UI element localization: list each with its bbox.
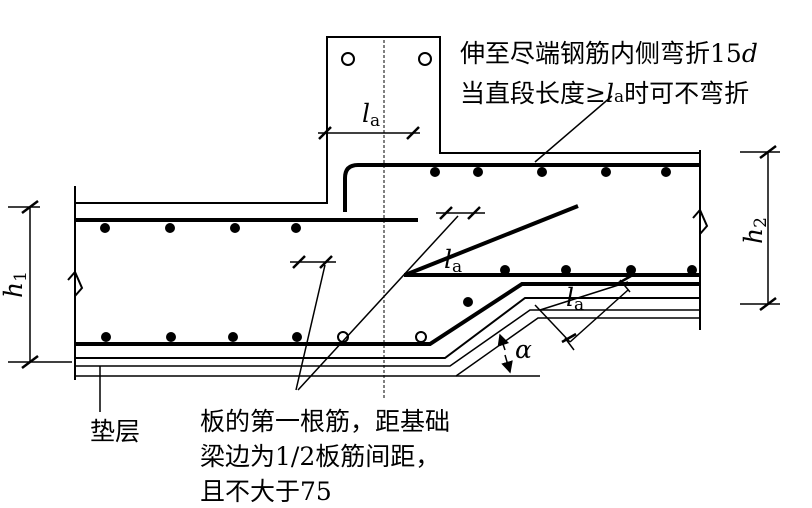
la-diag-label: la — [444, 245, 462, 277]
dimensions — [8, 126, 780, 369]
dot-mid-right — [626, 265, 636, 275]
h1-label: h1 — [0, 271, 31, 298]
alpha-arrow-down — [501, 354, 513, 374]
la-diag-tick-right — [467, 206, 481, 220]
cushion-layer — [75, 309, 700, 412]
top-bar-right-bent — [343, 163, 700, 212]
la-slope-leg — [534, 304, 571, 343]
column-hole-left — [341, 52, 355, 66]
leader-first-bar-2 — [297, 215, 459, 391]
la-slope-tick-1 — [561, 332, 577, 344]
rebars — [75, 163, 700, 346]
alpha-angle — [497, 333, 513, 374]
cushion-line-2 — [75, 317, 700, 377]
bottom-bar-bent — [75, 282, 700, 346]
la-diag-tick-left — [439, 206, 453, 220]
note-top-line2: 当直段长度≥la时可不弯折 — [460, 79, 749, 108]
la-slope-dim-line — [539, 281, 629, 311]
dot-mid-right — [561, 265, 571, 275]
dot-lower-left — [166, 332, 176, 342]
dot-mid-right — [687, 265, 697, 275]
dot-lower-left — [292, 332, 302, 342]
la-top-tick-right — [406, 126, 420, 140]
dot-lower-left — [228, 332, 238, 342]
dot-mid-right — [500, 265, 510, 275]
la-top-label: la — [362, 99, 380, 131]
bottom-note-line2: 梁边为1/2板筋间距， — [200, 442, 440, 471]
alpha-arrow-up — [497, 333, 510, 351]
dot-upper-left — [291, 223, 301, 233]
outline-upper — [75, 36, 700, 204]
la-slope-label: la — [566, 283, 584, 315]
dot-upper-right — [537, 167, 547, 177]
h2-label: h2 — [739, 217, 771, 244]
dot-lower-left — [101, 332, 111, 342]
cushion-label: 垫层 — [90, 417, 140, 446]
la-slope-top — [569, 289, 629, 343]
dot-lower-left-hollow — [415, 331, 427, 343]
note-top-line1: 伸至尽端钢筋内侧弯折15d — [460, 39, 758, 68]
dot-slope — [463, 297, 473, 307]
first-bar-tick-right — [319, 255, 333, 269]
diagonal-bar — [404, 204, 579, 277]
dot-upper-left — [100, 223, 110, 233]
dot-upper-right — [473, 167, 483, 177]
alpha-label: α — [515, 335, 532, 364]
column-hole-right — [418, 52, 432, 66]
leaders — [295, 95, 613, 391]
cushion-line-1 — [75, 309, 700, 367]
bar-dots — [100, 167, 697, 343]
first-bar-tick-left — [292, 255, 306, 269]
leader-first-bar-1 — [295, 264, 326, 391]
leader-top-note — [534, 95, 613, 163]
dot-upper-right — [661, 167, 671, 177]
dot-upper-left — [230, 223, 240, 233]
la-top-tick-left — [318, 126, 332, 140]
dot-upper-right — [601, 167, 611, 177]
left-break-mark — [67, 270, 84, 297]
bottom-note-line1: 板的第一根筋，距基础 — [200, 407, 450, 436]
right-break-mark — [692, 208, 709, 235]
outline-lower — [75, 297, 700, 359]
la-slope-tick-2 — [616, 274, 632, 286]
dot-upper-left — [165, 223, 175, 233]
dot-upper-right — [430, 167, 440, 177]
bottom-note-line3: 且不大于75 — [200, 477, 332, 506]
